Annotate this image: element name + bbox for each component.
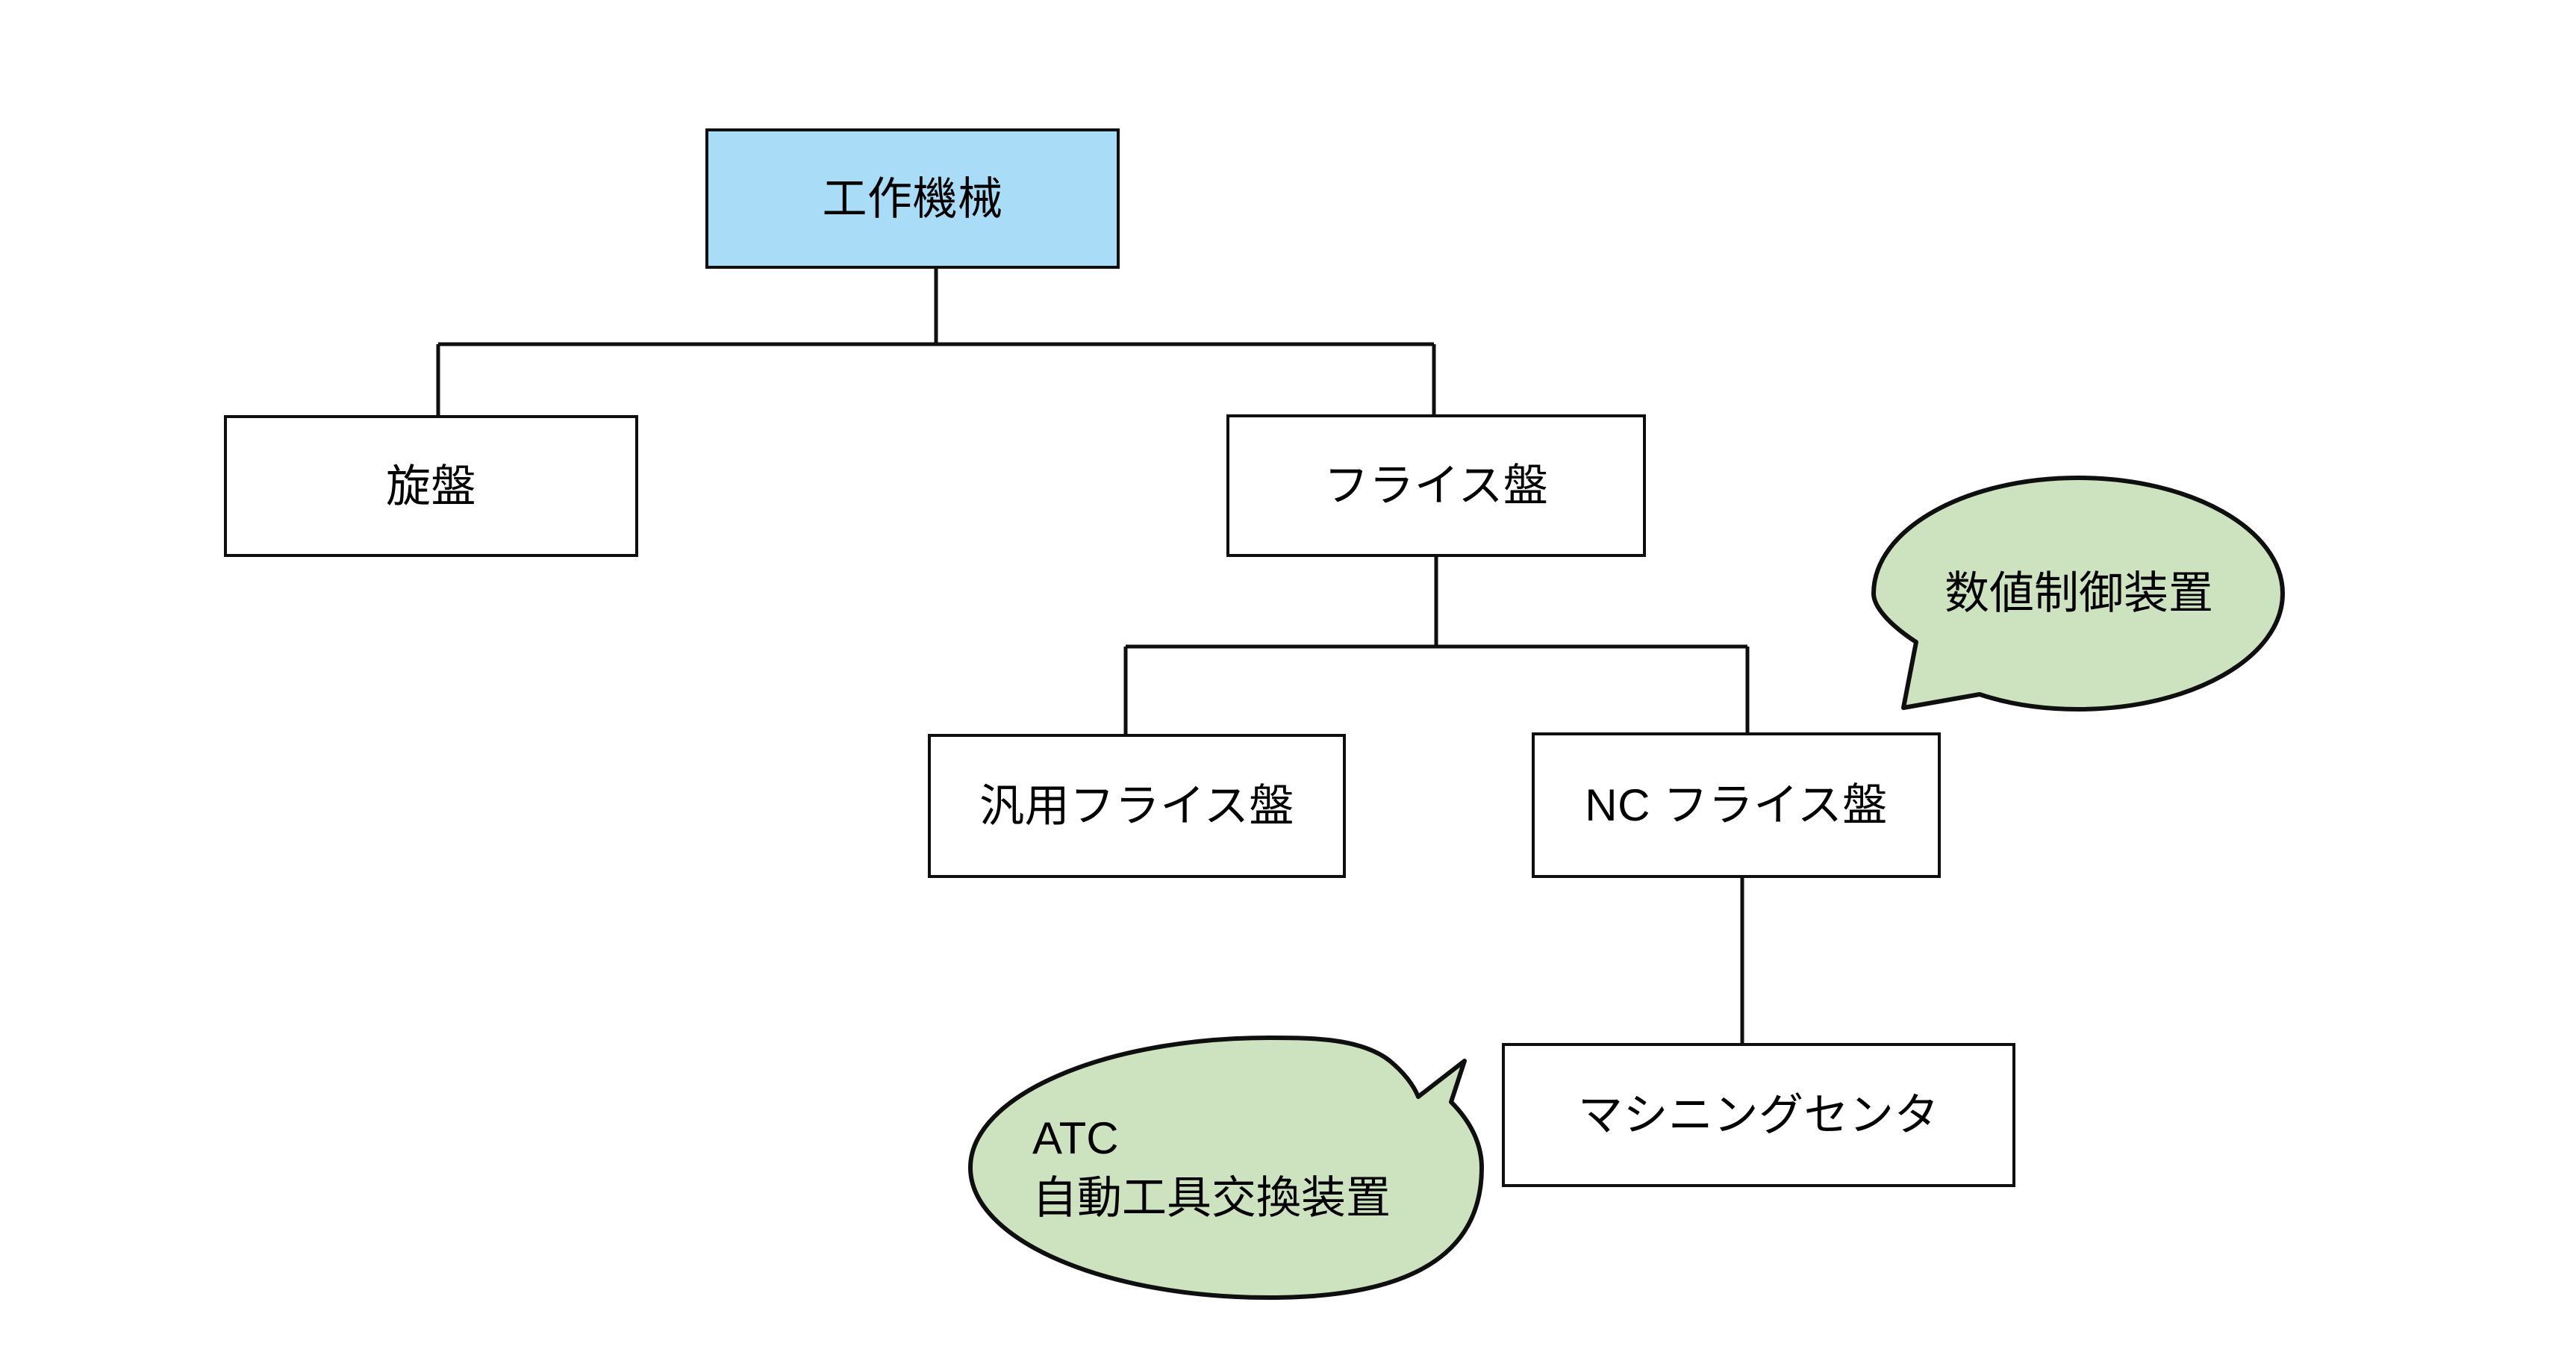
- node-nc-milling-machine[interactable]: NC フライス盤: [1532, 732, 1941, 878]
- node-machine-tool-label: 工作機械: [822, 173, 1003, 224]
- node-nc-milling-machine-label: NC フライス盤: [1585, 780, 1888, 830]
- node-lathe[interactable]: 旋盤: [224, 415, 638, 557]
- node-machine-tool[interactable]: 工作機械: [705, 128, 1120, 269]
- node-milling-machine-label: フライス盤: [1323, 461, 1549, 511]
- node-general-milling-machine[interactable]: 汎用フライス盤: [928, 734, 1346, 878]
- node-milling-machine[interactable]: フライス盤: [1226, 414, 1646, 557]
- node-general-milling-machine-label: 汎用フライス盤: [979, 781, 1294, 831]
- node-machining-center-label: マシニングセンタ: [1578, 1090, 1939, 1140]
- callout-nc-device-shape: [1871, 476, 2285, 712]
- node-machining-center[interactable]: マシニングセンタ: [1502, 1043, 2015, 1187]
- node-lathe-label: 旋盤: [386, 461, 476, 511]
- connector-lines: [436, 267, 1750, 1044]
- callout-atc-shape: [968, 1036, 1484, 1300]
